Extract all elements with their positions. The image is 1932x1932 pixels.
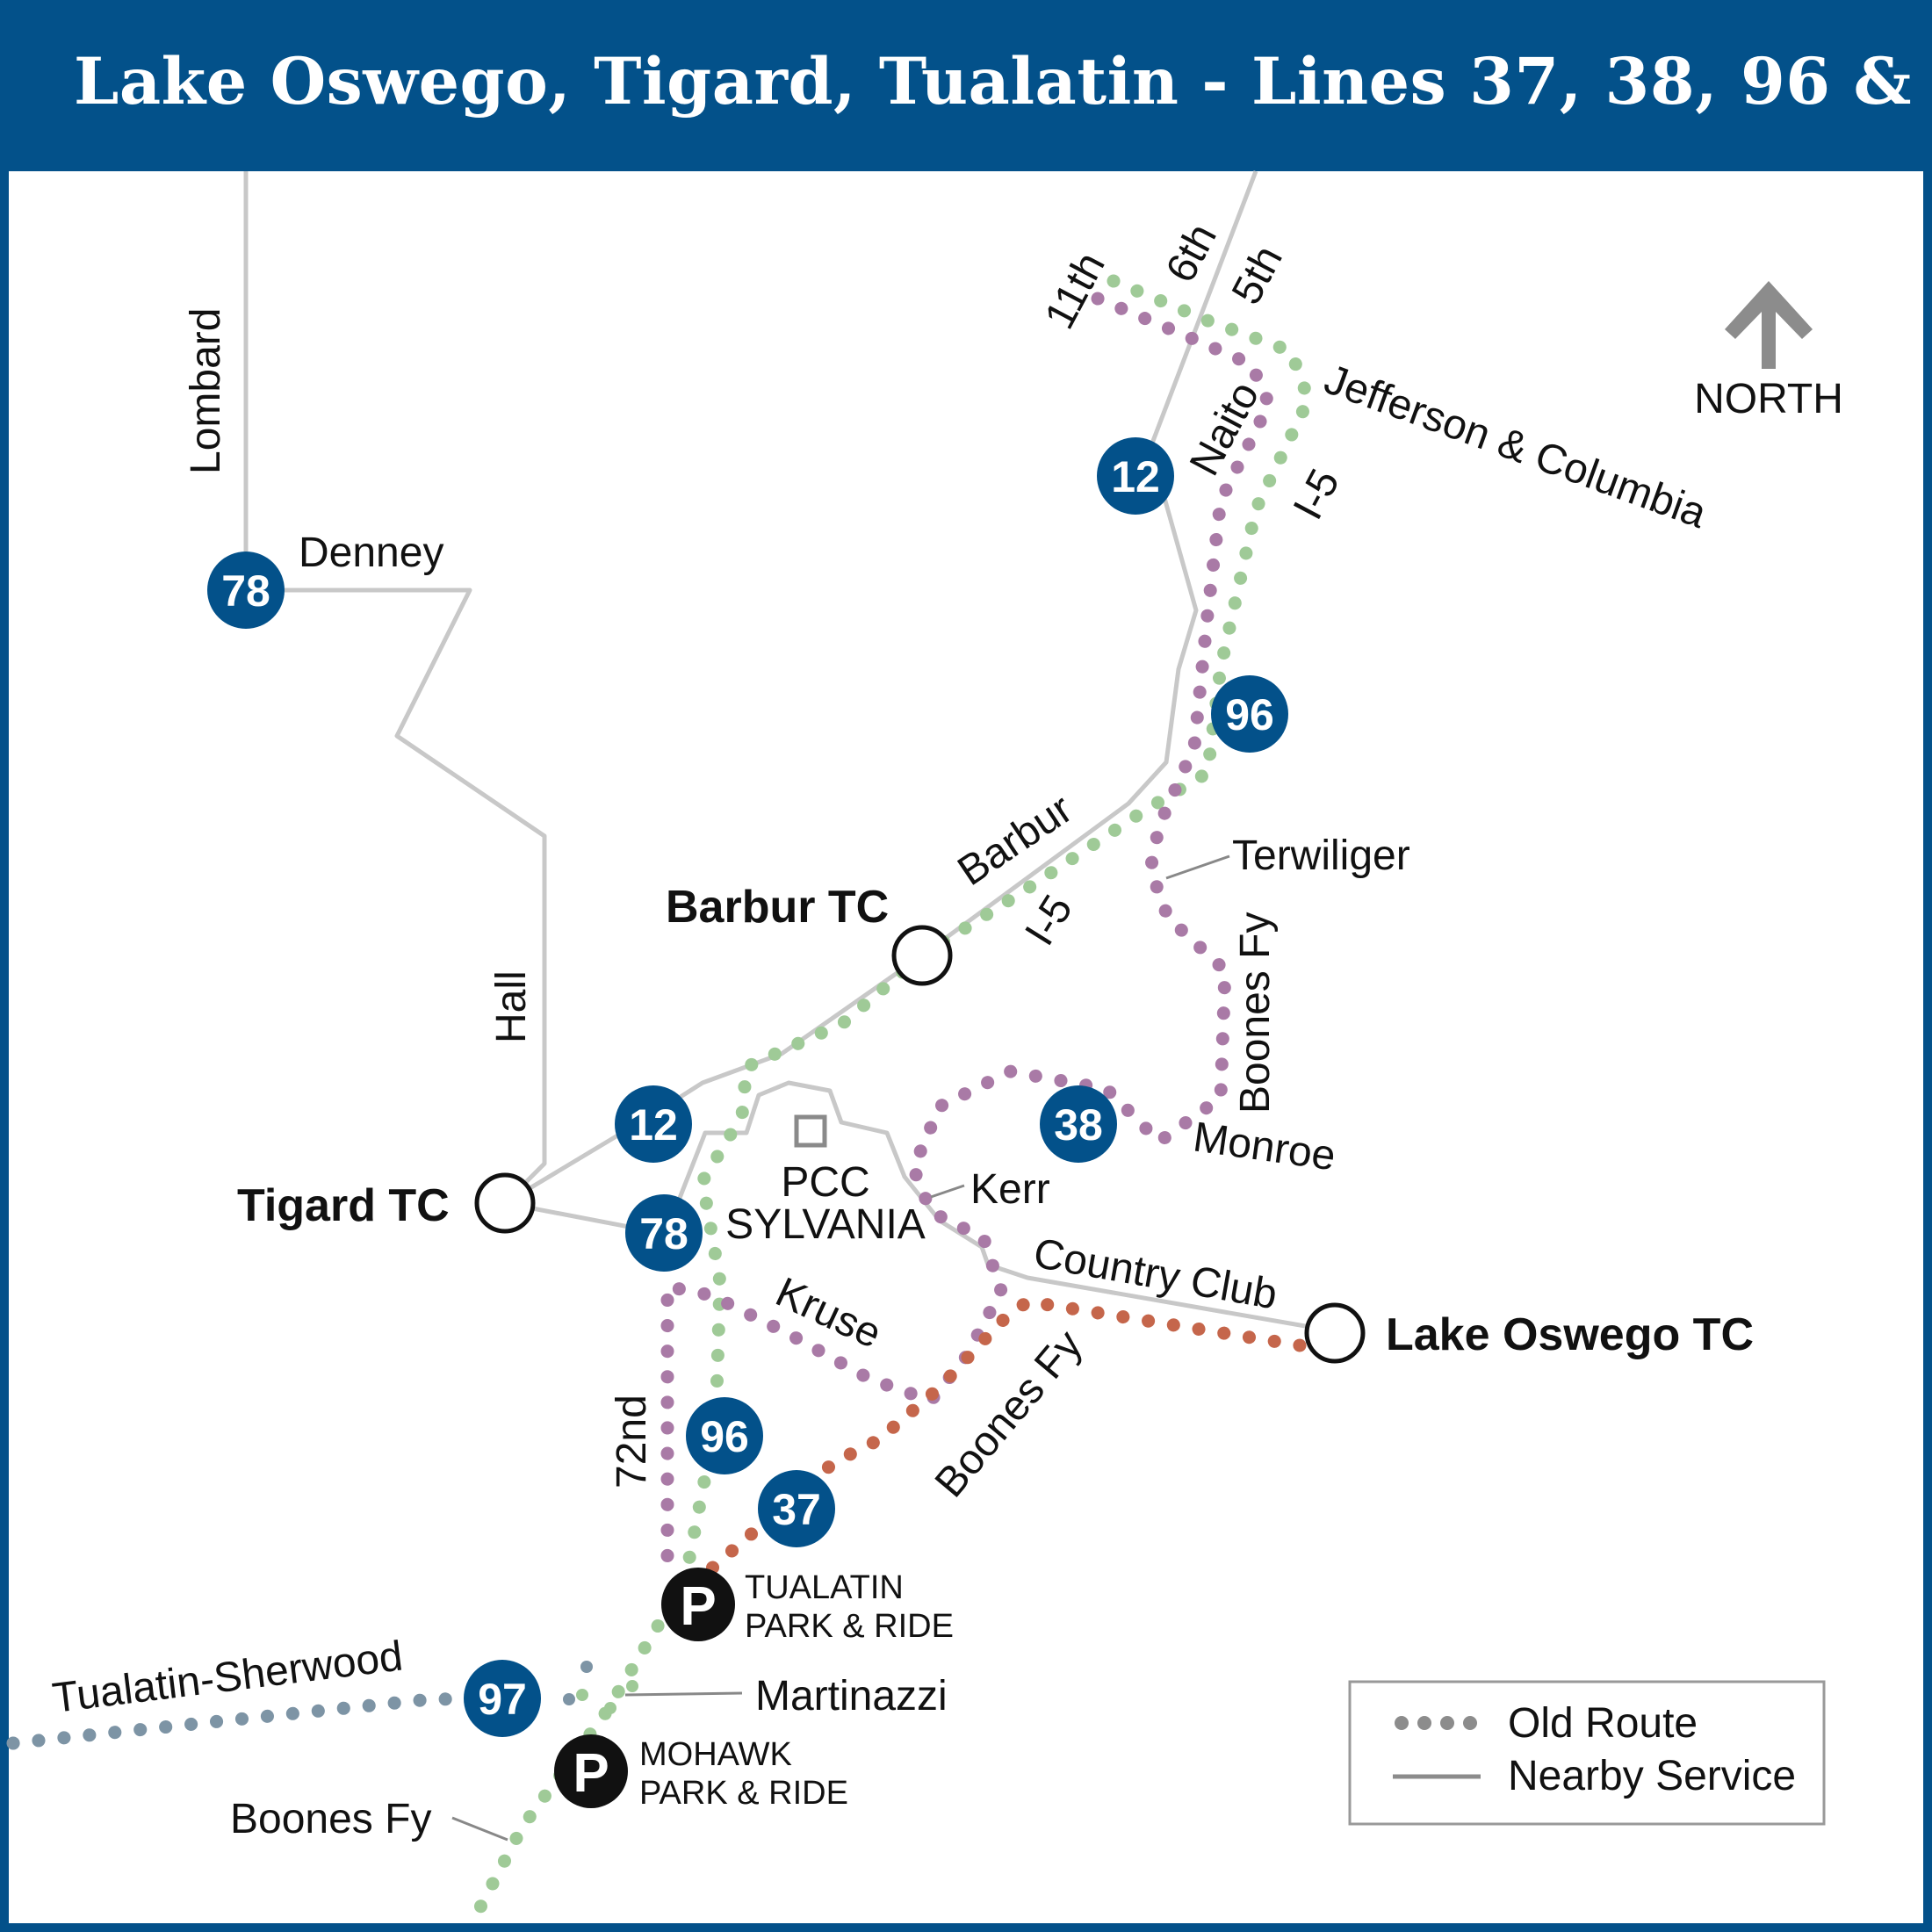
legend-nearby-service-label: Nearby Service: [1508, 1753, 1796, 1799]
svg-text:P: P: [573, 1743, 609, 1804]
svg-text:37: 37: [772, 1485, 821, 1534]
mohawk-park-and-ride-icon: P: [554, 1734, 628, 1808]
tualatin-pr-label-line1: TUALATIN: [745, 1569, 904, 1606]
barbur-tc-label: Barbur TC: [666, 882, 889, 933]
terwiliger-leader: [1165, 854, 1230, 880]
line-38-route: [660, 292, 1277, 1588]
street-label-kruse: Kruse: [768, 1269, 888, 1358]
svg-text:96: 96: [700, 1412, 749, 1461]
street-label-naito: Naito: [1181, 374, 1268, 483]
old-route-dot: [626, 1680, 638, 1692]
mohawk-pr-label-line1: MOHAWK: [639, 1736, 792, 1773]
pcc-sylvania-marker: [794, 1114, 827, 1148]
street-label-jefferson-columbia: Jefferson & Columbia: [1318, 357, 1712, 538]
svg-text:12: 12: [1111, 452, 1160, 501]
legend: Old Route Nearby Service: [1348, 1680, 1826, 1826]
martinazzi-leader: [624, 1691, 743, 1697]
svg-text:12: 12: [629, 1100, 678, 1150]
badge-78-north: 78: [207, 551, 285, 629]
tigard-tc-marker: [474, 1172, 536, 1234]
street-label-i5-south: I-5: [1016, 887, 1082, 954]
svg-text:P: P: [680, 1576, 716, 1637]
street-label-terwiliger: Terwiliger: [1232, 833, 1410, 879]
svg-text:97: 97: [478, 1675, 527, 1724]
street-label-72nd: 72nd: [609, 1395, 655, 1489]
street-label-monroe: Monroe: [1190, 1114, 1338, 1179]
svg-text:78: 78: [221, 566, 270, 616]
badge-38: 38: [1040, 1085, 1117, 1163]
svg-text:38: 38: [1054, 1100, 1103, 1150]
line-97-route: [6, 1661, 593, 1750]
street-label-boones-fy-middle: Boones Fy: [926, 1322, 1092, 1506]
kerr-leader: [930, 1184, 965, 1199]
tualatin-pr-label-line2: PARK & RIDE: [745, 1608, 954, 1645]
badge-78-south: 78: [625, 1194, 703, 1272]
lake-oswego-tc-label: Lake Oswego TC: [1386, 1309, 1754, 1360]
tualatin-park-and-ride-icon: P: [661, 1568, 735, 1641]
street-label-lombard: Lombard: [183, 308, 229, 474]
lake-oswego-tc-marker: [1304, 1302, 1366, 1364]
street-label-i5-north: I-5: [1285, 462, 1349, 527]
header-bar: Lake Oswego, Tigard, Tualatin - Lines 37…: [0, 0, 1932, 171]
street-label-boones-fy-south: Boones Fy: [230, 1796, 431, 1842]
old-route-dot: [580, 1661, 593, 1673]
badge-12-south: 12: [615, 1085, 692, 1163]
tigard-tc-label: Tigard TC: [237, 1180, 450, 1231]
badge-12-north: 12: [1097, 437, 1174, 515]
street-label-5th: 5th: [1223, 238, 1292, 312]
pcc-label-line2: SYLVANIA: [725, 1201, 926, 1248]
street-label-barbur: Barbur: [950, 786, 1081, 896]
boones-fy-south-leader: [451, 1816, 508, 1842]
svg-text:78: 78: [639, 1209, 688, 1258]
street-label-kerr: Kerr: [970, 1166, 1050, 1213]
old-route-dot: [604, 1702, 616, 1714]
lombard-hall-street: [243, 171, 547, 1205]
street-label-denney: Denney: [299, 530, 443, 576]
badge-37: 37: [758, 1470, 835, 1547]
tigard-to-78-street: [504, 1080, 1331, 1333]
badge-96-north: 96: [1211, 675, 1288, 753]
street-label-martinazzi: Martinazzi: [755, 1673, 948, 1719]
north-label: NORTH: [1694, 376, 1843, 422]
barbur-tc-marker: [891, 925, 953, 986]
badge-97: 97: [464, 1660, 541, 1737]
street-label-hall: Hall: [488, 970, 535, 1043]
mohawk-pr-label-line2: PARK & RIDE: [639, 1775, 848, 1812]
badge-96-south: 96: [686, 1397, 763, 1474]
street-label-boones-fy-north: Boones Fy: [1232, 912, 1279, 1114]
old-route-legend-icon: [1395, 1716, 1477, 1730]
legend-old-route-label: Old Route: [1508, 1700, 1698, 1747]
north-arrow-icon: [1725, 281, 1813, 369]
old-route-dot: [576, 1689, 588, 1701]
nearby-streets: [243, 170, 1331, 1333]
street-label-tualatin-sherwood: Tualatin-Sherwood: [50, 1633, 406, 1721]
line-37-route: [696, 1294, 1307, 1583]
map-title: Lake Oswego, Tigard, Tualatin - Lines 37…: [74, 44, 1932, 119]
svg-text:96: 96: [1225, 690, 1274, 739]
barbur-i5-street: [503, 170, 1258, 1206]
street-label-11th: 11th: [1036, 245, 1114, 336]
old-route-dot: [563, 1693, 575, 1705]
pcc-label-line1: PCC: [781, 1159, 869, 1206]
